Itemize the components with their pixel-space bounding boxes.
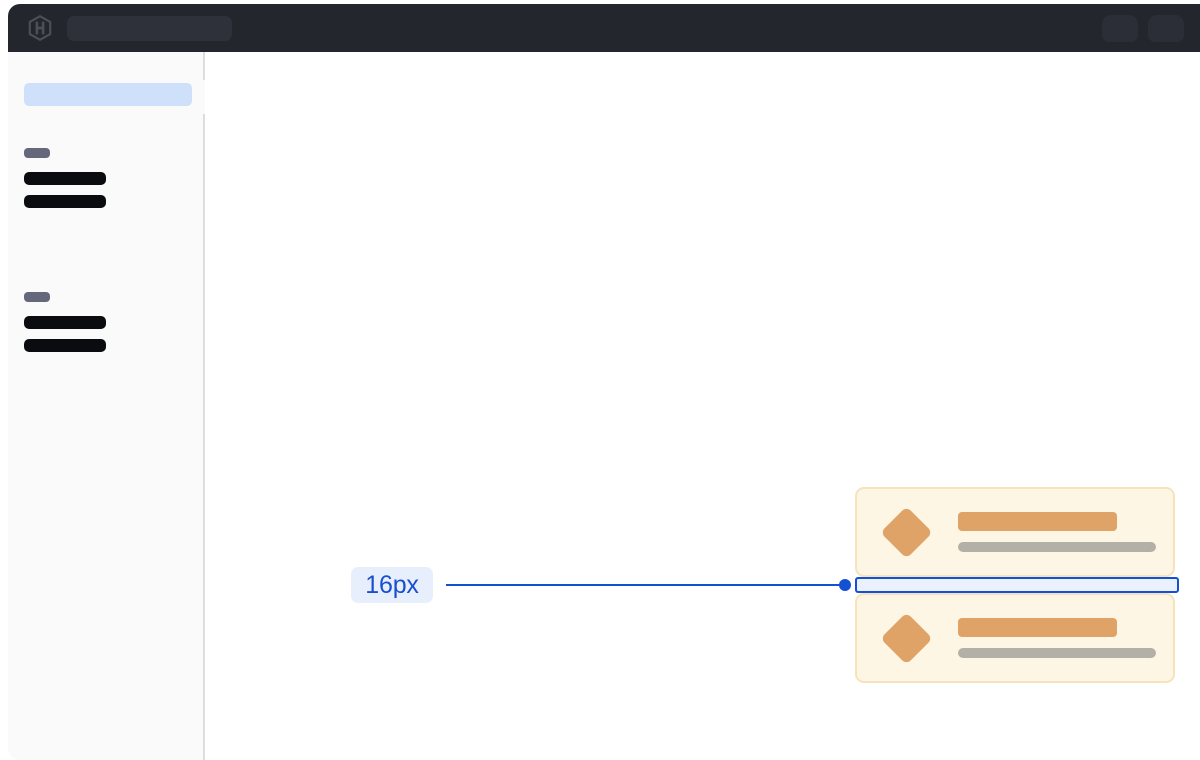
sidebar-item-selected[interactable] [24, 83, 192, 106]
hashicorp-logo-icon[interactable] [27, 15, 53, 41]
card-title-placeholder [958, 618, 1117, 637]
spacing-measure-leader-line [446, 584, 844, 586]
spacing-measure-endpoint-dot [839, 579, 851, 591]
spacing-measure-band [855, 577, 1179, 593]
card-text-block [958, 618, 1186, 658]
sidebar-group-1 [24, 148, 106, 208]
sidebar-group-label [24, 148, 50, 158]
search-input[interactable] [67, 15, 232, 41]
diamond-icon [880, 505, 933, 559]
sidebar-group-2 [24, 292, 106, 352]
app-window: 16px [8, 4, 1200, 760]
sidebar-item[interactable] [24, 195, 106, 208]
sidebar-item[interactable] [24, 339, 106, 352]
topbar-chip-1[interactable] [1102, 14, 1138, 42]
card-title-placeholder [958, 512, 1117, 531]
top-bar [8, 4, 1200, 52]
sidebar-item[interactable] [24, 316, 106, 329]
topbar-chip-2[interactable] [1148, 14, 1184, 42]
spacing-measure-label: 16px [351, 567, 433, 603]
card-subtitle-placeholder [958, 648, 1156, 658]
card-subtitle-placeholder [958, 542, 1156, 552]
sidebar [8, 52, 205, 760]
sidebar-group-label [24, 292, 50, 302]
card-top[interactable] [855, 487, 1175, 577]
sidebar-item[interactable] [24, 172, 106, 185]
card-bottom[interactable] [855, 593, 1175, 683]
card-text-block [958, 512, 1186, 552]
diamond-icon [880, 611, 933, 665]
